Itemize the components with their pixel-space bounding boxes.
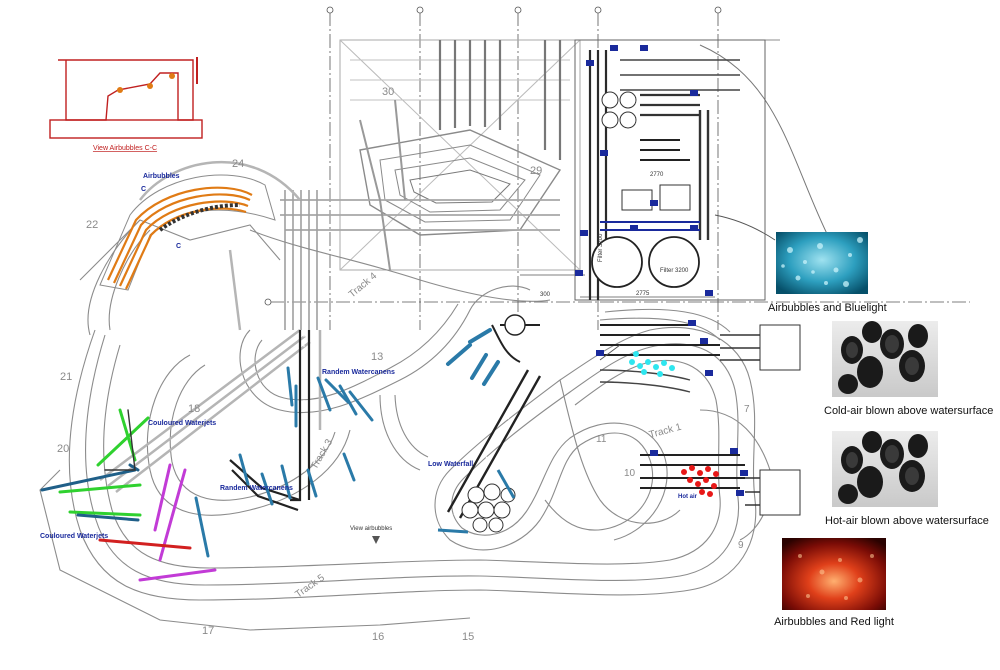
random-watercannons-left: Randem Watercanens: [194, 453, 318, 558]
dimension-label: 300: [540, 292, 551, 298]
dimension-label: 2770: [650, 172, 664, 178]
zone-label-random-watercannons: Randem Watercanens: [322, 369, 395, 376]
station-number: 29: [530, 165, 542, 177]
legend-photos: [776, 232, 938, 610]
coloured-waterjets: Couloured Waterjets Couloured Waterjets: [40, 408, 217, 582]
section-mark: C: [176, 243, 181, 250]
filter-label: Filter 3200: [660, 268, 689, 274]
airbubbles-zone: Airbubbles C C: [99, 173, 276, 291]
filter-label: Filter 3200: [598, 233, 604, 262]
legend-caption: Hot-air blown above watersurface: [825, 515, 989, 527]
dimension-label: 2775: [636, 291, 650, 297]
station-number: 20: [57, 443, 69, 455]
zone-label-low-waterfall: Low Waterfall: [428, 461, 473, 468]
station-numbers: 7 9 10 11 13 15 16 17 18 20 21 22 24 29 …: [57, 86, 750, 643]
station-number: 17: [202, 625, 214, 637]
station-number: 21: [60, 371, 72, 383]
station-number: 24: [232, 158, 244, 170]
legend-photo-airbubbles-blue: [776, 232, 868, 294]
station-number: 10: [624, 468, 636, 479]
zone-label-random-watercannons: Randem Watercanens: [220, 485, 293, 492]
station-number: 9: [738, 540, 744, 551]
station-number: 30: [382, 86, 394, 98]
track-label: Track 3: [309, 437, 335, 471]
zone-label-hot-air: Hot air: [678, 494, 698, 500]
view-airbubbles-label: View airbubbles: [350, 526, 392, 532]
station-number: 15: [462, 631, 474, 643]
hot-air-zone: Hot air: [640, 448, 801, 516]
track-label: Track 4: [347, 270, 380, 300]
pool-tracks: [39, 219, 772, 631]
low-waterfall: Low Waterfall: [428, 314, 542, 534]
section-view-c-c: View Airbubbles C-C: [49, 57, 203, 152]
legend-caption: Airbubbles and Bluelight: [768, 302, 887, 314]
legend-caption: Airbubbles and Red light: [774, 616, 894, 628]
building-structure: [280, 39, 831, 330]
legend-photo-hot-air: [832, 431, 938, 507]
legend-leaders: [599, 214, 776, 361]
zone-label-coloured-waterjets: Couloured Waterjets: [40, 533, 108, 540]
cold-air-zone: [596, 320, 801, 393]
legend-photo-airbubbles-red: [782, 538, 886, 610]
station-number: 22: [86, 219, 98, 231]
zone-label-coloured-waterjets: Couloured Waterjets: [148, 420, 216, 427]
legend-caption: Cold-air blown above watersurface: [824, 405, 994, 417]
section-view-caption: View Airbubbles C-C: [93, 145, 157, 152]
mechanical-room: Filter 3200 Filter 3200 2770 2775 300: [540, 39, 766, 301]
zone-label-airbubbles: Airbubbles: [143, 173, 180, 180]
view-airbubbles-mark: View airbubbles: [350, 526, 392, 544]
track-label: Track 1: [648, 422, 683, 441]
station-number: 7: [744, 404, 750, 415]
station-number: 18: [188, 403, 200, 415]
legend-photo-cold-air: [832, 321, 938, 397]
section-mark: C: [141, 186, 146, 193]
station-number: 11: [596, 434, 607, 445]
station-number: 16: [372, 631, 384, 643]
station-number: 13: [371, 351, 383, 363]
